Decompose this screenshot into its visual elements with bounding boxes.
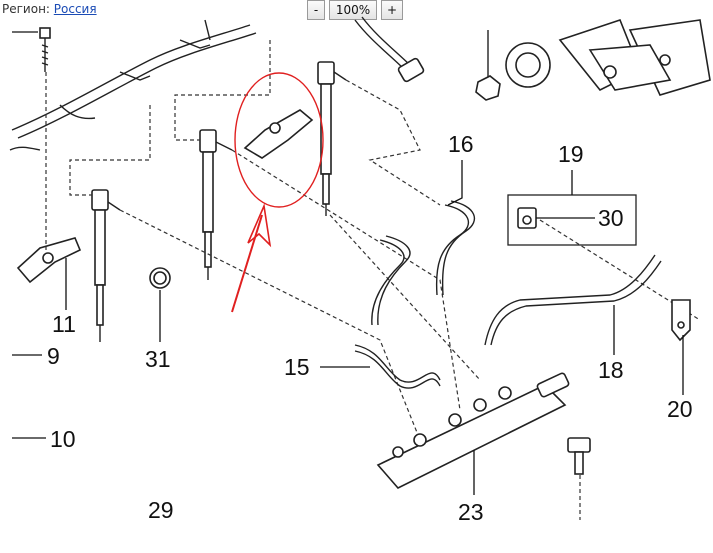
callout-31[interactable]: 31 <box>145 346 171 372</box>
injector-right <box>317 61 347 216</box>
seal-ring <box>149 267 171 289</box>
callout-29[interactable]: 29 <box>148 497 174 523</box>
callout-18[interactable]: 18 <box>598 357 624 383</box>
detail-box <box>507 170 637 246</box>
wiring-harness <box>9 19 257 151</box>
callout-11[interactable]: 11 <box>52 311 76 337</box>
red-arrow-annotation <box>231 214 263 313</box>
callout-30[interactable]: 30 <box>598 205 624 231</box>
assembly-lines <box>45 40 701 520</box>
zoom-controls: - 100% + <box>307 0 404 20</box>
highlighted-clamp <box>243 109 314 159</box>
zoom-level-display: 100% <box>329 0 377 20</box>
region-label: Регион: <box>2 2 50 16</box>
callout-23[interactable]: 23 <box>458 499 484 525</box>
bolt-part <box>39 27 51 72</box>
callout-15[interactable]: 15 <box>284 354 310 380</box>
red-highlight <box>231 72 324 313</box>
region-selector: Регион: Россия <box>2 2 97 16</box>
callout-10[interactable]: 10 <box>50 426 76 452</box>
zoom-in-button[interactable]: + <box>381 0 404 20</box>
pipe-bracket <box>671 299 691 342</box>
callout-20[interactable]: 20 <box>667 396 693 422</box>
callout-16[interactable]: 16 <box>448 131 474 157</box>
callout-leaders <box>12 160 684 495</box>
injector-left <box>91 189 121 342</box>
red-circle-annotation <box>234 72 324 208</box>
clamp-part <box>16 237 82 284</box>
pump-assembly <box>354 16 711 101</box>
rail-bolt <box>567 437 591 475</box>
callout-19[interactable]: 19 <box>558 141 584 167</box>
red-arrow-head <box>247 203 272 248</box>
callout-labels: 16 19 30 11 31 9 15 18 10 20 29 23 <box>47 131 693 525</box>
callout-9[interactable]: 9 <box>47 343 60 369</box>
zoom-out-button[interactable]: - <box>307 0 325 20</box>
fuel-rail <box>376 372 570 489</box>
fuel-pipes <box>354 200 662 389</box>
region-link[interactable]: Россия <box>53 2 97 16</box>
injector-middle <box>199 129 233 280</box>
